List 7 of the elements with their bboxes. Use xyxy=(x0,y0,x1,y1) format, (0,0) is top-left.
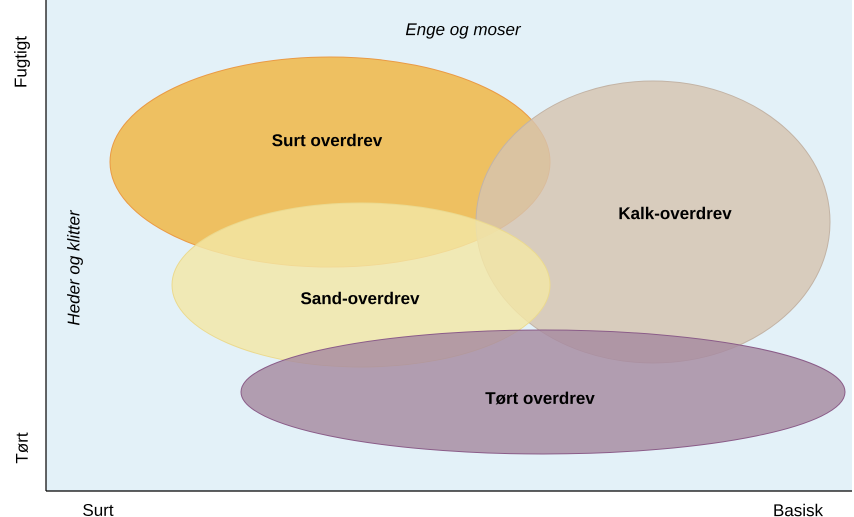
axis-label: Basisk xyxy=(774,504,824,516)
region-label: Heder og klitter xyxy=(67,210,83,326)
region-label: Enge og moser xyxy=(406,23,522,39)
ellipse-region: Tørt overdrev xyxy=(240,330,846,454)
axis-label: Fugtigt xyxy=(14,36,30,87)
axis-label: Tørt xyxy=(16,432,28,464)
axis-label: Surt xyxy=(83,504,114,516)
